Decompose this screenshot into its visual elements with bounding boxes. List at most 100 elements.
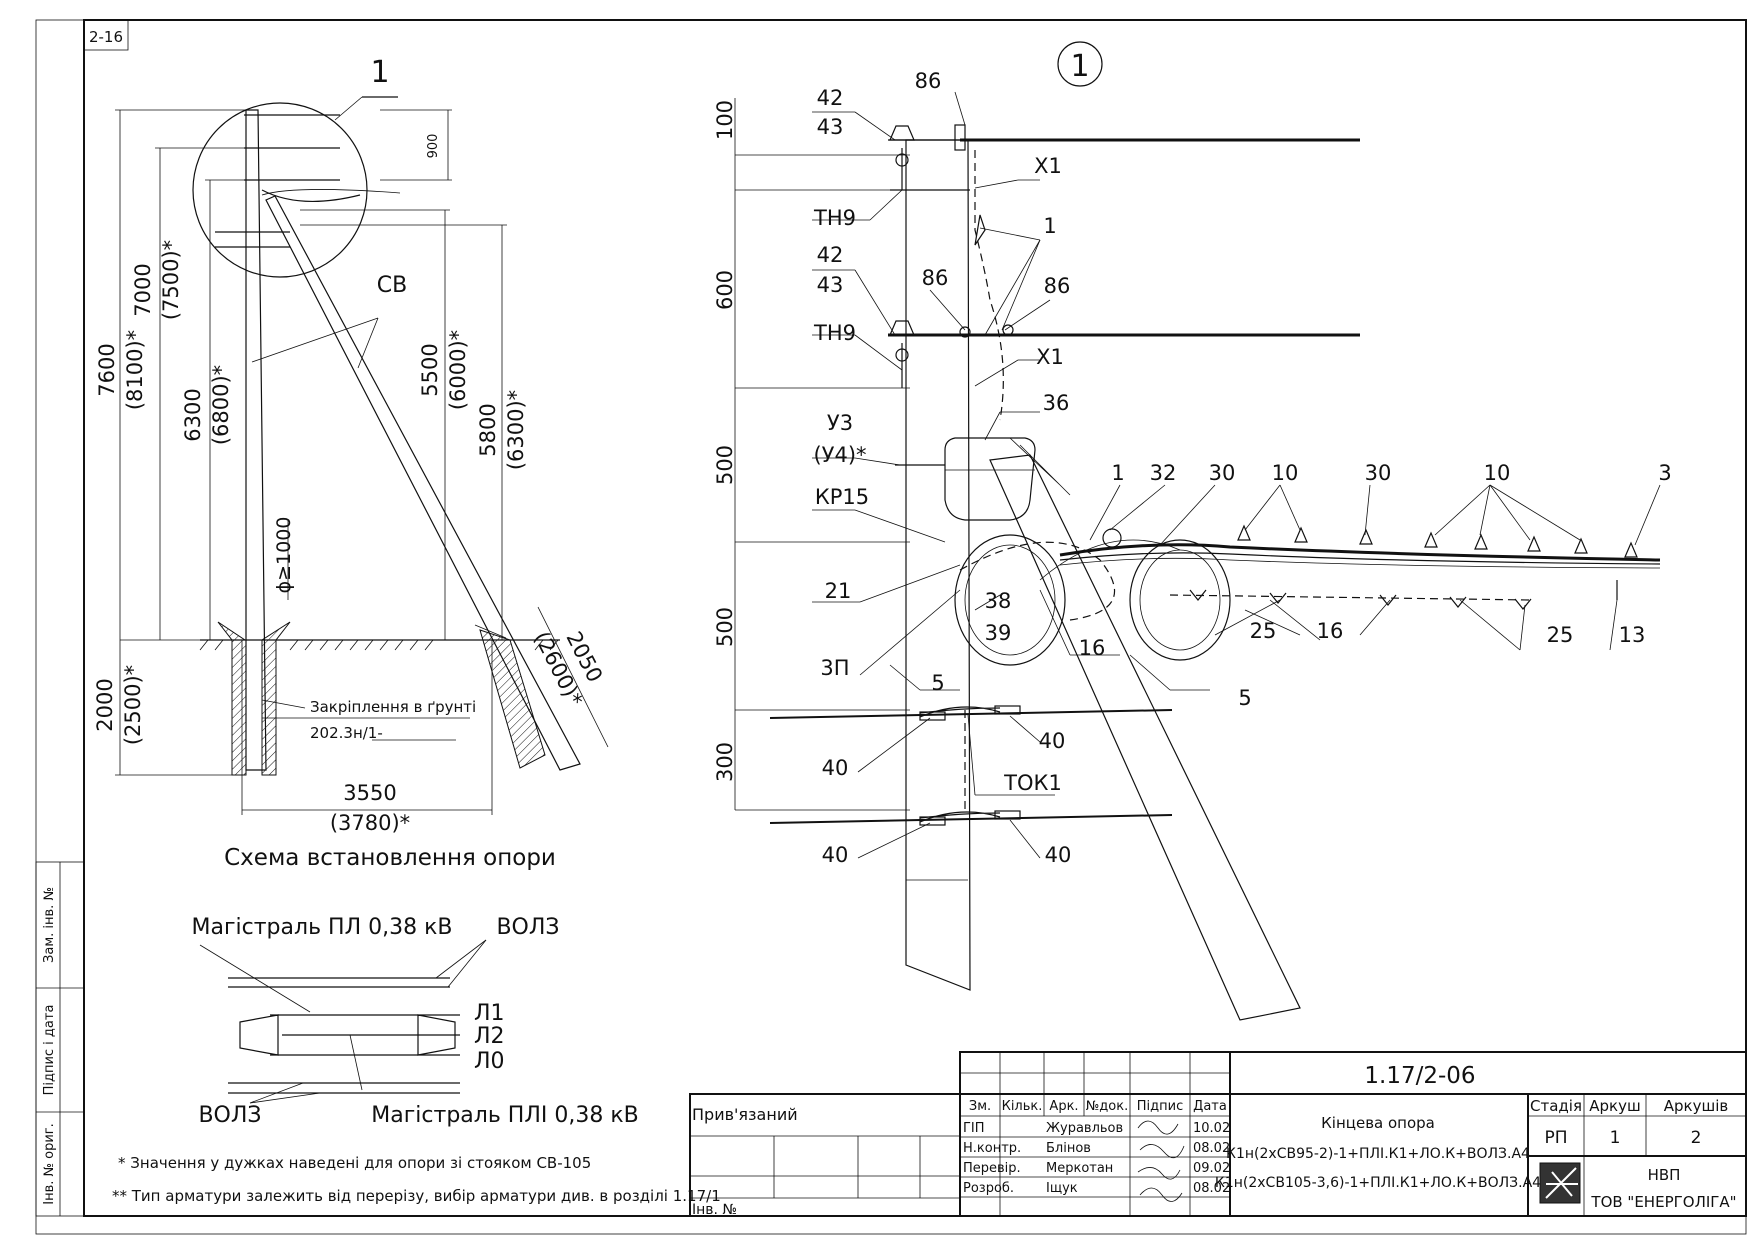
label-43b: 43	[817, 273, 844, 297]
name-1: Блінов	[1046, 1141, 1091, 1156]
dim-8100: (8100)*	[123, 330, 147, 410]
lower-wire-2	[769, 814, 1173, 824]
hdr-ndok: №док.	[1086, 1099, 1128, 1114]
label-x1b: Х1	[1036, 345, 1064, 369]
hangers	[1189, 589, 1532, 610]
label-5a: 5	[931, 671, 944, 695]
line-scheme: Магістраль ПЛ 0,38 кВ ВОЛЗ Л1 Л2 Л0 ВОЛЗ…	[112, 915, 721, 1205]
label-86a: 86	[915, 69, 942, 93]
desc-2: К1н(2хСВ95-2)-1+ПЛІ.К1+ЛО.К+ВОЛЗ.А4	[1226, 1146, 1530, 1162]
hdr-data: Дата	[1193, 1099, 1227, 1114]
name-0: Журавльов	[1046, 1121, 1123, 1136]
hdr-sheet: Аркуш	[1589, 1097, 1640, 1115]
stamp-sign-date: Підпис і дата	[42, 1005, 57, 1096]
note-1: * Значення у дужках наведені для опори з…	[118, 1154, 591, 1172]
date-2: 09.02	[1193, 1161, 1230, 1176]
label-1b: 1	[1111, 461, 1124, 485]
date-3: 08.02	[1193, 1181, 1230, 1196]
label-l2: Л2	[474, 1024, 505, 1049]
date-1: 08.02	[1193, 1141, 1230, 1156]
signatures	[1137, 1120, 1185, 1202]
ground-fixing-label: Закріплення в ґрунті	[310, 698, 476, 716]
dim-5800: 5800	[476, 403, 500, 456]
label-16b: 16	[1317, 619, 1344, 643]
label-38: 38	[985, 589, 1012, 613]
main-line-bottom: Магістраль ПЛІ 0,38 кВ	[371, 1103, 638, 1128]
box-36	[944, 437, 1036, 521]
dim-diameter: ϕ≥1000	[273, 517, 295, 594]
corner-code: 2-16	[89, 28, 123, 46]
stamp-inv-orig: Інв. № ориг.	[42, 1123, 57, 1205]
bound-label: Прив'язаний	[692, 1105, 798, 1124]
role-0: ГІП	[963, 1121, 985, 1136]
hdr-stage: Стадія	[1530, 1097, 1582, 1115]
label-x1a: Х1	[1034, 154, 1062, 178]
company-logo	[1539, 1162, 1581, 1204]
pole-foundation	[231, 639, 247, 776]
vol3-bottom: ВОЛЗ	[198, 1103, 261, 1128]
label-1a: 1	[1043, 214, 1056, 238]
cv-label: СВ	[377, 273, 407, 298]
label-13: 13	[1619, 623, 1646, 647]
clamps	[1237, 524, 1638, 558]
sheets-value: 2	[1691, 1128, 1702, 1148]
section-number: 1	[370, 55, 389, 90]
level-500b: 500	[713, 607, 737, 647]
label-l0: Л0	[474, 1049, 505, 1074]
label-5b: 5	[1238, 686, 1251, 710]
role-3: Розроб.	[963, 1181, 1014, 1196]
desc-1: Кінцева опора	[1321, 1114, 1435, 1132]
ground-fixing-code: 202.3н/1-	[310, 724, 383, 742]
dim-3550: 3550	[343, 781, 396, 805]
dim-7600: 7600	[95, 343, 119, 396]
inv-label: Інв. №	[692, 1202, 737, 1218]
detail-strut	[989, 454, 1301, 1021]
label-30a: 30	[1209, 461, 1236, 485]
doc-code: 1.17/2-06	[1364, 1063, 1475, 1089]
label-40a: 40	[822, 756, 849, 780]
note-2: ** Тип арматури залежить від перерізу, в…	[112, 1187, 721, 1205]
role-2: Перевір.	[963, 1161, 1021, 1176]
level-100: 100	[713, 100, 737, 140]
hdr-kilk: Кільк.	[1002, 1099, 1043, 1114]
label-16a: 16	[1079, 636, 1106, 660]
dim-7000: 7000	[131, 263, 155, 316]
detail-number: 1	[1070, 49, 1089, 84]
dim-6000: (6000)*	[446, 330, 470, 410]
stamp-zam: Зам. інв. №	[42, 887, 57, 963]
role-1: Н.контр.	[963, 1141, 1021, 1156]
vol3-top: ВОЛЗ	[496, 915, 559, 940]
label-10b: 10	[1484, 461, 1511, 485]
dim-7500: (7500)*	[159, 240, 183, 320]
label-30b: 30	[1365, 461, 1392, 485]
cable-bundle	[1059, 543, 1661, 562]
label-42b: 42	[817, 243, 844, 267]
hdr-pidpys: Підпис	[1137, 1099, 1183, 1114]
level-500a: 500	[713, 445, 737, 485]
name-2: Меркотан	[1046, 1161, 1113, 1176]
label-21: 21	[825, 579, 852, 603]
sheet-value: 1	[1610, 1128, 1621, 1148]
scheme-title: Схема встановлення опори	[224, 845, 556, 871]
detail-drawing: 1 100 600 500 500 300	[713, 41, 1672, 1021]
dim-2000: 2000	[93, 678, 117, 731]
desc-3: К1н(2хСВ105-3,6)-1+ПЛІ.К1+ЛО.К+ВОЛЗ.А4	[1215, 1175, 1541, 1191]
label-tok1: ТОК1	[1003, 771, 1062, 795]
level-600: 600	[713, 270, 737, 310]
label-36: 36	[1043, 391, 1070, 415]
insulator-left	[239, 1014, 279, 1056]
label-39: 39	[985, 621, 1012, 645]
insulator-right	[417, 1014, 456, 1056]
title-block: Прив'язаний Інв. № Зм. Кільк. Арк. №док.…	[689, 1051, 1747, 1218]
stage-value: РП	[1544, 1128, 1567, 1148]
label-u3: У3	[827, 411, 853, 435]
dim-900: 900	[426, 134, 441, 159]
detail-circle	[192, 102, 368, 278]
label-43a: 43	[817, 115, 844, 139]
dim-6300: 6300	[181, 388, 205, 441]
strut	[265, 195, 581, 771]
lower-wire-1	[769, 709, 1173, 719]
label-kp15: КР15	[815, 485, 869, 509]
level-300: 300	[713, 742, 737, 782]
dim-6300b: (6300)*	[504, 390, 528, 470]
